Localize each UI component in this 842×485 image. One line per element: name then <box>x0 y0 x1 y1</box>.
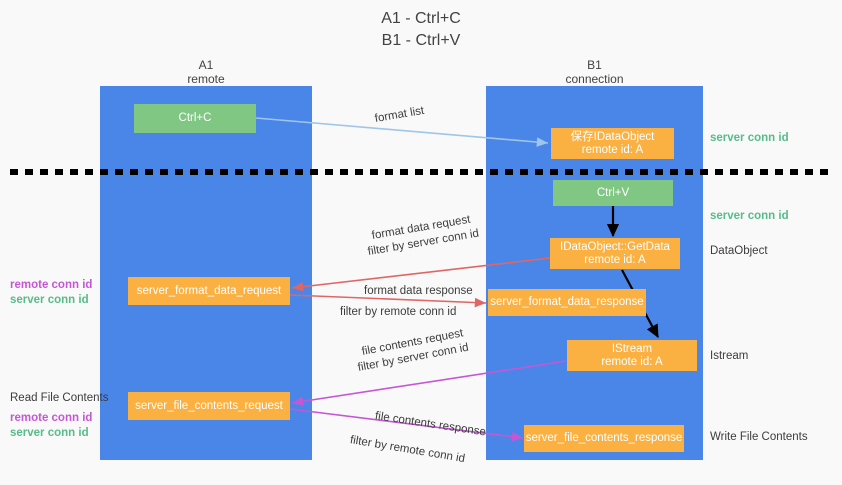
box-server-format-data-request[interactable]: server_format_data_request <box>128 277 290 305</box>
box-ctrl-c[interactable]: Ctrl+C <box>134 104 256 133</box>
box-istream[interactable]: IStream remote id: A <box>567 340 697 371</box>
box-server-format-data-response[interactable]: server_format_data_response <box>488 289 646 316</box>
label-format-list: format list <box>373 104 426 125</box>
right-label-dataobject: DataObject <box>710 245 768 257</box>
box-save-idataobject[interactable]: 保存IDataObject remote id: A <box>551 128 674 159</box>
left-label-format-server-conn-id: server conn id <box>10 294 89 306</box>
box-idataobject-getdata[interactable]: IDataObject::GetData remote id: A <box>550 238 680 269</box>
label-file-contents-response-filter: filter by remote conn id <box>349 434 466 466</box>
right-label-server-conn-id-top: server conn id <box>710 132 789 144</box>
page-title-line-1: A1 - Ctrl+C <box>381 10 461 27</box>
label-filter-value-remote-conn-id-2: remote conn id <box>388 440 466 466</box>
left-label-file-remote-conn-id: remote conn id <box>10 412 93 424</box>
column-header-a1-sub: remote <box>187 72 225 86</box>
label-filter-value-remote-conn-id-1: remote conn id <box>380 306 457 318</box>
column-header-b1: B1 connection <box>486 58 703 86</box>
left-label-format-remote-conn-id: remote conn id <box>10 279 93 291</box>
box-ctrl-v[interactable]: Ctrl+V <box>553 180 673 206</box>
label-format-data-response-filter: filter by remote conn id <box>340 306 456 319</box>
right-label-write-file-contents: Write File Contents <box>710 431 808 443</box>
left-label-file-server-conn-id: server conn id <box>10 427 89 439</box>
label-format-data-response: format data response <box>364 285 473 297</box>
right-label-server-conn-id-second: server conn id <box>710 210 789 222</box>
label-filter-prefix-4: filter by <box>349 434 391 453</box>
page-title-line-2: B1 - Ctrl+V <box>381 32 461 49</box>
column-header-a1: A1 remote <box>100 58 312 86</box>
label-file-contents-response: file contents response <box>374 410 487 439</box>
column-header-a1-name: A1 <box>198 58 214 72</box>
right-label-istream: Istream <box>710 350 749 362</box>
left-label-read-file-contents: Read File Contents <box>10 392 109 404</box>
box-server-file-contents-request[interactable]: server_file_contents_request <box>128 392 290 420</box>
column-header-b1-name: B1 <box>587 58 602 72</box>
box-server-file-contents-response[interactable]: server_file_contents_response <box>524 425 684 452</box>
column-header-b1-sub: connection <box>565 72 624 86</box>
label-filter-prefix-2: filter by <box>340 306 381 318</box>
